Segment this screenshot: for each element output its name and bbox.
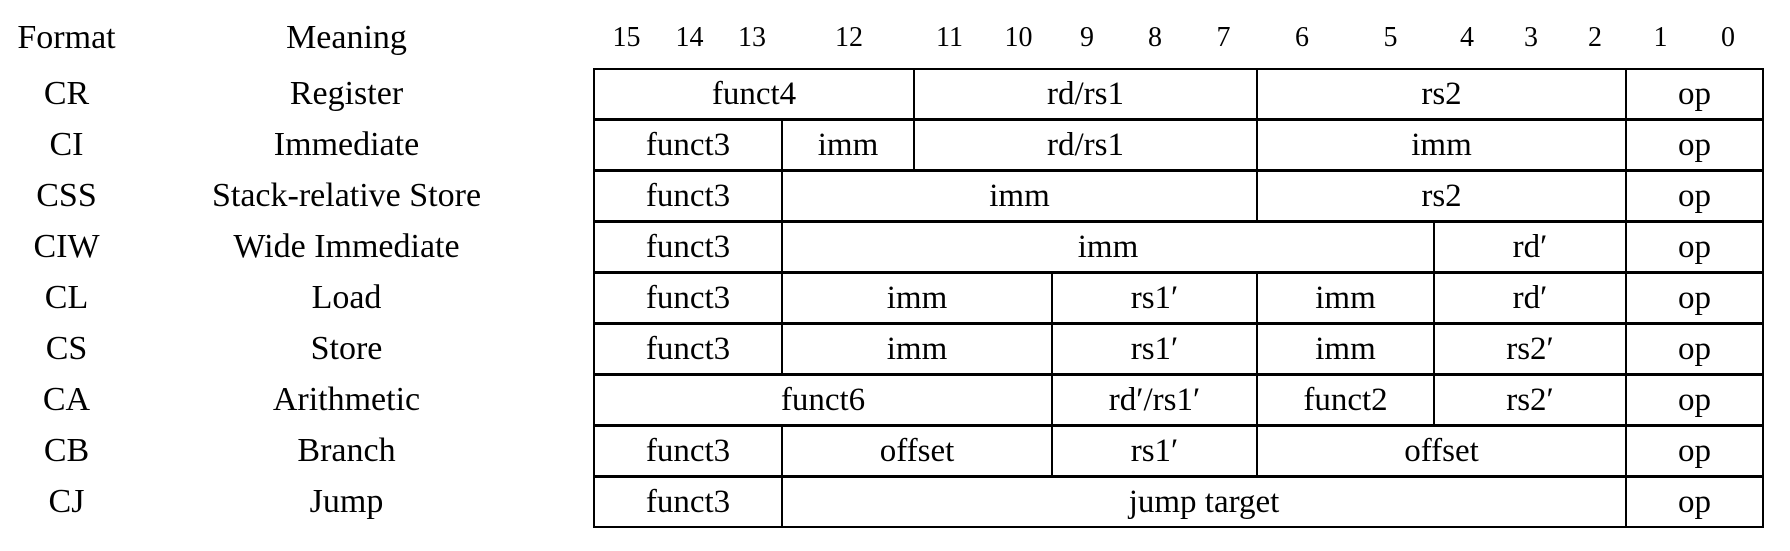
format-meaning: Stack-relative Store [211,177,482,214]
field-rd: rd′ [1435,274,1627,322]
format-code: CL [44,279,89,316]
field-op: op [1678,381,1711,418]
format-meaning: Load [311,279,382,316]
bit-number-6: 6 [1295,22,1309,53]
field-funct4: funct4 [595,70,915,118]
field-imm: imm [783,121,915,169]
field-rs1: rs1′ [1053,427,1258,475]
field-funct6: funct6 [595,376,1053,424]
field-op: op [1678,483,1711,520]
format-column-header: Format [17,19,116,56]
field-imm: imm [1258,121,1627,169]
format-meaning: Jump [309,483,384,520]
bit-number-0: 0 [1721,22,1735,53]
bit-number-3: 3 [1524,22,1538,53]
bit-number-12: 12 [835,22,863,53]
field-funct3: funct3 [595,223,783,271]
field-funct3: funct3 [595,427,783,475]
bit-number-9: 9 [1080,22,1094,53]
bit-number-7: 7 [1216,22,1231,53]
format-code: CR [43,75,90,112]
field-rs1: rs1′ [1053,274,1258,322]
field-imm: imm [783,172,1258,220]
field-op: op [1678,432,1711,469]
bit-number-15: 15 [612,22,641,53]
format-code: CI [49,126,84,163]
field-imm: imm [783,223,1435,271]
format-code: CSS [36,177,97,214]
field-rs2: rs2′ [1435,325,1627,373]
bit-number-5: 5 [1383,22,1398,53]
format-meaning: Wide Immediate [233,228,460,265]
field-rs2: rs2 [1258,172,1627,220]
bit-number-14: 14 [675,22,704,53]
field-offset: offset [1258,427,1627,475]
field-offset: offset [783,427,1053,475]
field-op: op [1678,228,1711,265]
meaning-column-header: Meaning [286,19,407,56]
field-rs1: rs1′ [1053,325,1258,373]
format-code: CB [43,432,90,469]
field-jump-target: jump target [783,478,1627,526]
bit-number-8: 8 [1148,22,1162,53]
field-funct3: funct3 [595,172,783,220]
field-imm: imm [783,325,1053,373]
bit-number-4: 4 [1460,22,1474,53]
field-op: op [1678,177,1711,214]
bit-number-13: 13 [738,22,766,53]
field-funct3: funct3 [595,274,783,322]
bit-number-10: 10 [1004,22,1033,53]
format-code: CA [42,381,91,418]
field-funct3: funct3 [595,121,783,169]
format-meaning: Arithmetic [272,381,421,418]
field-rd-rs1: rd/rs1 [915,70,1258,118]
field-rd-rs1: rd/rs1 [915,121,1258,169]
field-funct3: funct3 [595,478,783,526]
field-op: op [1678,279,1711,316]
format-meaning: Immediate [273,126,420,163]
field-rd-rs1: rd′/rs1′ [1053,376,1258,424]
field-imm: imm [783,274,1053,322]
bit-number-1: 1 [1653,22,1668,53]
field-op: op [1678,330,1711,367]
bit-number-11: 11 [936,22,963,53]
format-meaning: Store [310,330,383,367]
field-op: op [1678,126,1711,163]
format-code: CS [45,330,88,367]
field-funct2: funct2 [1258,376,1435,424]
field-rd: rd′ [1435,223,1627,271]
field-rs2: rs2 [1258,70,1627,118]
field-op: op [1678,75,1711,112]
field-funct3: funct3 [595,325,783,373]
format-meaning: Branch [297,432,396,469]
field-imm: imm [1258,325,1435,373]
format-meaning: Register [289,75,404,112]
field-rs2: rs2′ [1435,376,1627,424]
format-code: CIW [33,228,100,265]
format-code: CJ [48,483,85,520]
field-imm: imm [1258,274,1435,322]
bit-number-2: 2 [1588,22,1602,53]
